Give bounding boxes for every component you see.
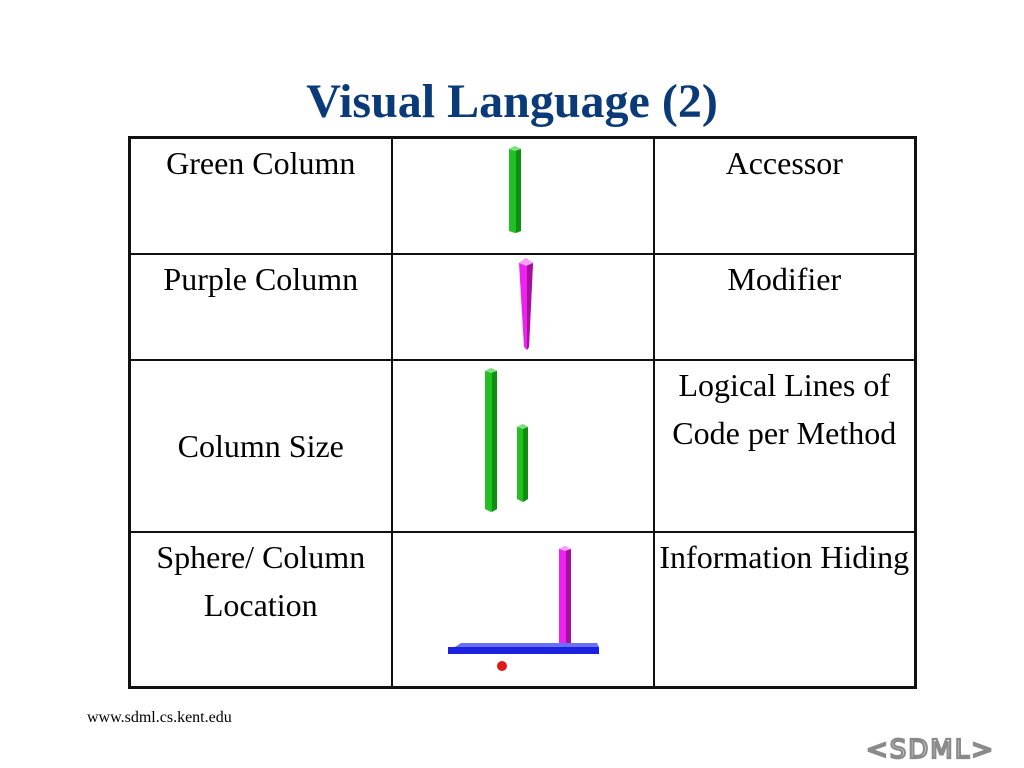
green-column-glyph: [508, 146, 521, 233]
table-row: Sphere/ Column Location Information Hidi…: [128, 531, 917, 689]
row-name-cell: Green Column: [128, 136, 393, 255]
column-size-glyph: [484, 368, 528, 512]
table-row: Green Column Accessor: [128, 136, 917, 255]
table-row: Purple Column Modifier: [128, 253, 917, 361]
row-meaning-cell: Accessor: [652, 136, 917, 255]
footer-url: www.sdml.cs.kent.edu: [87, 709, 232, 726]
logo-text: <SDML>: [866, 735, 995, 764]
row-meaning-cell: Information Hiding: [652, 531, 917, 689]
visual-language-table: Green Column Accessor Purple Column Modi…: [128, 136, 917, 689]
row-name-cell: Sphere/ Column Location: [128, 531, 393, 689]
sphere-column-location-glyph: [447, 546, 599, 671]
row-name-cell: Purple Column: [128, 253, 393, 361]
purple-column-glyph: [518, 258, 533, 350]
glyph-cell: [390, 136, 655, 255]
row-meaning-cell: Modifier: [652, 253, 917, 361]
row-name-cell: Column Size: [128, 359, 393, 533]
glyph-cell: [390, 531, 655, 689]
glyph-cell: [390, 359, 655, 533]
sdml-logo: <SDML>: [865, 734, 995, 764]
table-row: Column Size Logical Lines of Code per Me…: [128, 359, 917, 533]
row-meaning-cell: Logical Lines of Code per Method: [652, 359, 917, 533]
glyph-cell: [390, 253, 655, 361]
slide-title: Visual Language (2): [306, 75, 718, 128]
